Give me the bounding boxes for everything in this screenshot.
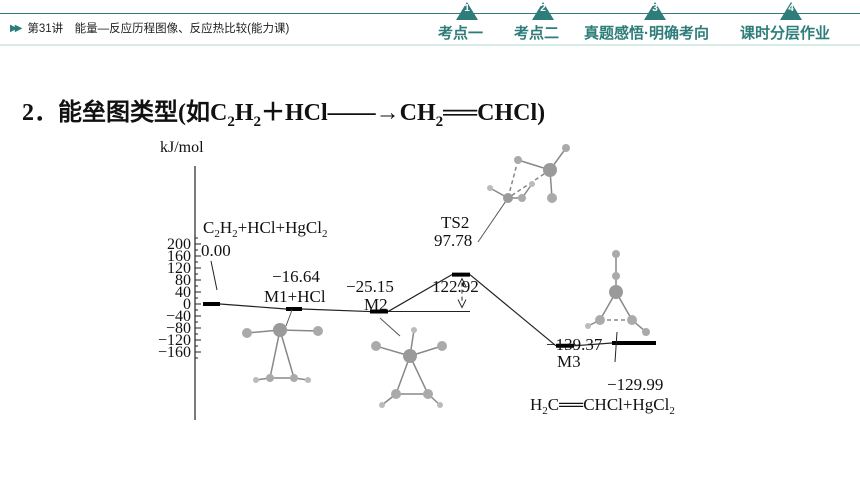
y-tick-label: −40 — [166, 308, 191, 325]
energy-levels — [203, 272, 656, 348]
m2-value-label: −25.15 — [346, 277, 394, 296]
tab-kaodian-2[interactable]: 考点二 — [514, 25, 560, 42]
heading-text-d: CH — [399, 100, 436, 126]
m3-molecule-model — [585, 250, 650, 336]
level-connector — [301, 308, 371, 313]
m1-molecule-model — [242, 309, 323, 383]
start-value-label: 0.00 — [201, 241, 231, 260]
heading-text-e: ══CHCl) — [443, 100, 546, 126]
y-tick-label: −160 — [158, 344, 191, 361]
m1-value-label: −16.64 — [272, 267, 320, 286]
tab-badge-3: 3 — [644, 2, 666, 20]
tab-badge-2: 2 — [532, 2, 554, 20]
reaction-arrow: ——→ — [327, 100, 400, 126]
heading-text-a: 能垒图类型(如C — [58, 100, 228, 126]
y-tick-label: 200 — [167, 236, 191, 253]
top-nav-bar: ▶▶ 第31讲 能量—反应历程图像、反应热比较(能力课) 1 考点一 2 考点二… — [0, 0, 860, 46]
badge-triangle-icon — [456, 2, 478, 20]
barrier-arrow-head-down — [457, 299, 467, 309]
m1-label: M1+HCl — [264, 287, 326, 306]
badge-triangle-icon — [644, 2, 666, 20]
y-tick-label: 80 — [175, 272, 191, 289]
ts2-value-label: 97.78 — [434, 231, 472, 250]
m3-pointer — [614, 331, 618, 363]
play-arrows-icon: ▶▶ — [10, 22, 23, 34]
barrier-label: 122.92 — [432, 277, 479, 296]
y-tick-label: 160 — [167, 248, 191, 265]
badge-number: 2 — [540, 3, 546, 14]
y-tick-label: −120 — [158, 332, 191, 349]
end-value-label: −129.99 — [607, 375, 663, 394]
tab-badge-4: 4 — [780, 2, 802, 20]
level-connector — [219, 303, 287, 310]
heading-sub-3: 2 — [435, 113, 444, 130]
heading-text-c: ＋HCl — [261, 100, 328, 126]
y-tick-label: 40 — [175, 284, 191, 301]
badge-triangle-icon — [780, 2, 802, 20]
level-connector — [387, 274, 453, 313]
tab-badge-1: 1 — [456, 2, 478, 20]
tab-zhenti[interactable]: 真题感悟·明确考向 — [584, 25, 709, 42]
heading-sub-2: 2 — [253, 113, 262, 130]
y-tick-label: −80 — [166, 320, 191, 337]
tab-bar: 1 考点一 2 考点二 3 真题感悟·明确考向 4 课时分层作业 — [0, 0, 860, 46]
badge-number: 1 — [464, 3, 470, 14]
lesson-title: ▶▶ 第31讲 能量—反应历程图像、反应热比较(能力课) — [10, 18, 289, 38]
ts2-label: TS2 — [441, 213, 469, 232]
y-tick-label: 0 — [183, 296, 191, 313]
heading-text-b: H — [234, 100, 254, 126]
m2-molecule-model — [371, 317, 447, 408]
heading-sub-1: 2 — [227, 113, 235, 130]
barrier-arrow-head-up — [457, 277, 467, 287]
section-heading: 2．能垒图类型(如C2H2＋HCl——→CH2══CHCl) — [22, 92, 545, 130]
lesson-title-text: 第31讲 能量—反应历程图像、反应热比较(能力课) — [27, 23, 290, 35]
tab-kaodian-1[interactable]: 考点一 — [438, 25, 484, 42]
start-species-label: C2H2+HCl+HgCl2 — [203, 218, 327, 240]
badge-number: 4 — [788, 3, 794, 14]
header-underline — [0, 44, 860, 46]
badge-triangle-icon — [532, 2, 554, 20]
y-axis-label: kJ/mol — [160, 139, 204, 156]
level-connector — [573, 342, 613, 347]
ts2-atoms — [487, 144, 570, 203]
m2-label: M2 — [364, 295, 388, 314]
level-connector — [469, 274, 557, 347]
end-species-label: H2C══CHCl+HgCl2 — [530, 395, 675, 417]
header-rule — [0, 13, 860, 14]
tab-homework[interactable]: 课时分层作业 — [740, 25, 831, 42]
y-tick-label: 120 — [167, 260, 191, 277]
m3-label: M3 — [557, 352, 581, 371]
start-pointer — [210, 260, 218, 291]
badge-number: 3 — [652, 3, 658, 14]
heading-number: 2． — [22, 100, 58, 126]
m3-value-label: −139.37 — [546, 335, 603, 354]
